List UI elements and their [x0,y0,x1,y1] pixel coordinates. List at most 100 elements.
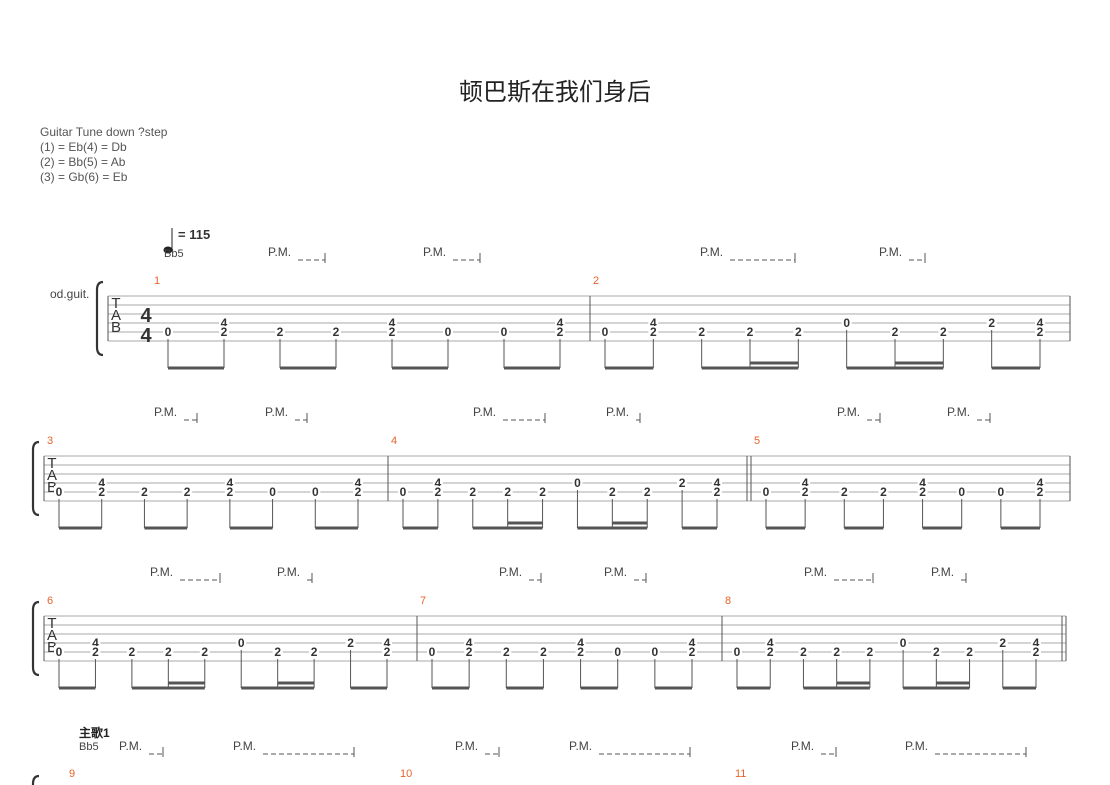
measure-number: 3 [47,435,53,447]
fret-bg [917,477,928,488]
fret-number: 0 [734,645,741,659]
fret-bg [1035,326,1045,337]
fret-bg [501,646,512,657]
fret-number: 0 [429,645,436,659]
fret-number: 2 [165,645,172,659]
fret-number: 4 [435,476,442,490]
fret-bg [798,646,809,657]
fret-bg [800,477,811,488]
fret-bg [793,326,804,337]
fret-number: 2 [999,636,1006,650]
fret-number: 2 [577,645,584,659]
fret-number: 0 [400,485,407,499]
palm-mute-label: P.M. [604,565,627,579]
fret-bg [898,637,909,648]
fret-number: 0 [652,645,659,659]
fret-bg [502,486,513,497]
fret-number: 2 [919,485,926,499]
fret-bg [199,646,210,657]
fret-number: 4 [1033,636,1040,650]
fret-bg [761,486,771,497]
fret-number: 2 [333,325,340,339]
fret-number: 0 [958,485,965,499]
fret-number: 2 [435,485,442,499]
fret-number: 2 [689,645,696,659]
palm-mute-label: P.M. [150,565,173,579]
tuning-line: (2) = Bb(5) = Ab [40,155,126,169]
fret-bg [467,486,478,497]
fret-bg [126,646,137,657]
fret-number: 2 [311,645,318,659]
palm-mute-label: P.M. [499,565,522,579]
fret-bg [931,646,942,657]
fret-bg [765,637,776,648]
fret-number: 2 [609,485,616,499]
system-brace [95,280,104,357]
palm-mute-label: P.M. [268,245,291,259]
fret-number: 2 [747,325,754,339]
fret-bg [997,637,1008,648]
fret-bg [1031,646,1041,657]
fret-number: 4 [919,476,926,490]
fret-bg [839,486,850,497]
fret-bg [464,637,475,648]
fret-bg [272,646,283,657]
system-brace [31,440,40,517]
fret-bg [600,326,610,337]
fret-number: 2 [698,325,705,339]
fret-number: 2 [503,645,510,659]
fret-number: 2 [469,485,476,499]
fret-bg [1035,486,1045,497]
fret-bg [878,486,889,497]
fret-bg [648,317,659,328]
fret-bg [537,486,548,497]
fret-number: 2 [802,485,809,499]
fret-number: 2 [714,485,721,499]
fret-bg [696,326,707,337]
chord-name: Bb5 [164,248,184,260]
fret-bg [648,326,659,337]
fret-number: 2 [644,485,651,499]
fret-number: 0 [269,485,276,499]
palm-mute-label: P.M. [455,739,478,753]
fret-number: 4 [767,636,774,650]
fret-number: 0 [843,316,850,330]
fret-number: 4 [466,636,473,650]
measure-number: 6 [47,595,53,607]
fret-number: 2 [184,485,191,499]
fret-number: 2 [274,645,281,659]
fret-bg [163,646,174,657]
tuning-line: (1) = Eb(4) = Db [40,140,127,154]
palm-mute-label: P.M. [423,245,446,259]
fret-bg [986,317,997,328]
fret-number: 2 [277,325,284,339]
fret-bg [1035,477,1045,488]
quarter-note-icon [163,246,173,254]
tab-clef-letter: B [111,319,121,336]
tempo: = 115 [178,227,210,242]
fret-number: 2 [841,485,848,499]
fret-bg [96,486,107,497]
fret-bg [331,326,341,337]
fret-bg [464,646,475,657]
instrument-name: od.guit. [50,287,89,301]
palm-mute-label: P.M. [154,405,177,419]
fret-bg [995,486,1006,497]
fret-number: 4 [557,316,564,330]
measure-number: 9 [69,768,75,780]
fret-number: 2 [767,645,774,659]
fret-bg [443,326,453,337]
fret-bg [236,637,247,648]
fret-bg [224,486,235,497]
fret-bg [890,326,900,337]
fret-bg [387,317,397,328]
time-signature-bottom: 4 [140,325,152,347]
fret-number: 0 [998,485,1005,499]
fret-bg [575,637,586,648]
fret-bg [712,486,722,497]
tab-clef-letter: B [47,639,57,656]
fret-bg [841,317,852,328]
fret-bg [765,646,776,657]
fret-number: 4 [98,476,105,490]
fret-bg [956,486,967,497]
